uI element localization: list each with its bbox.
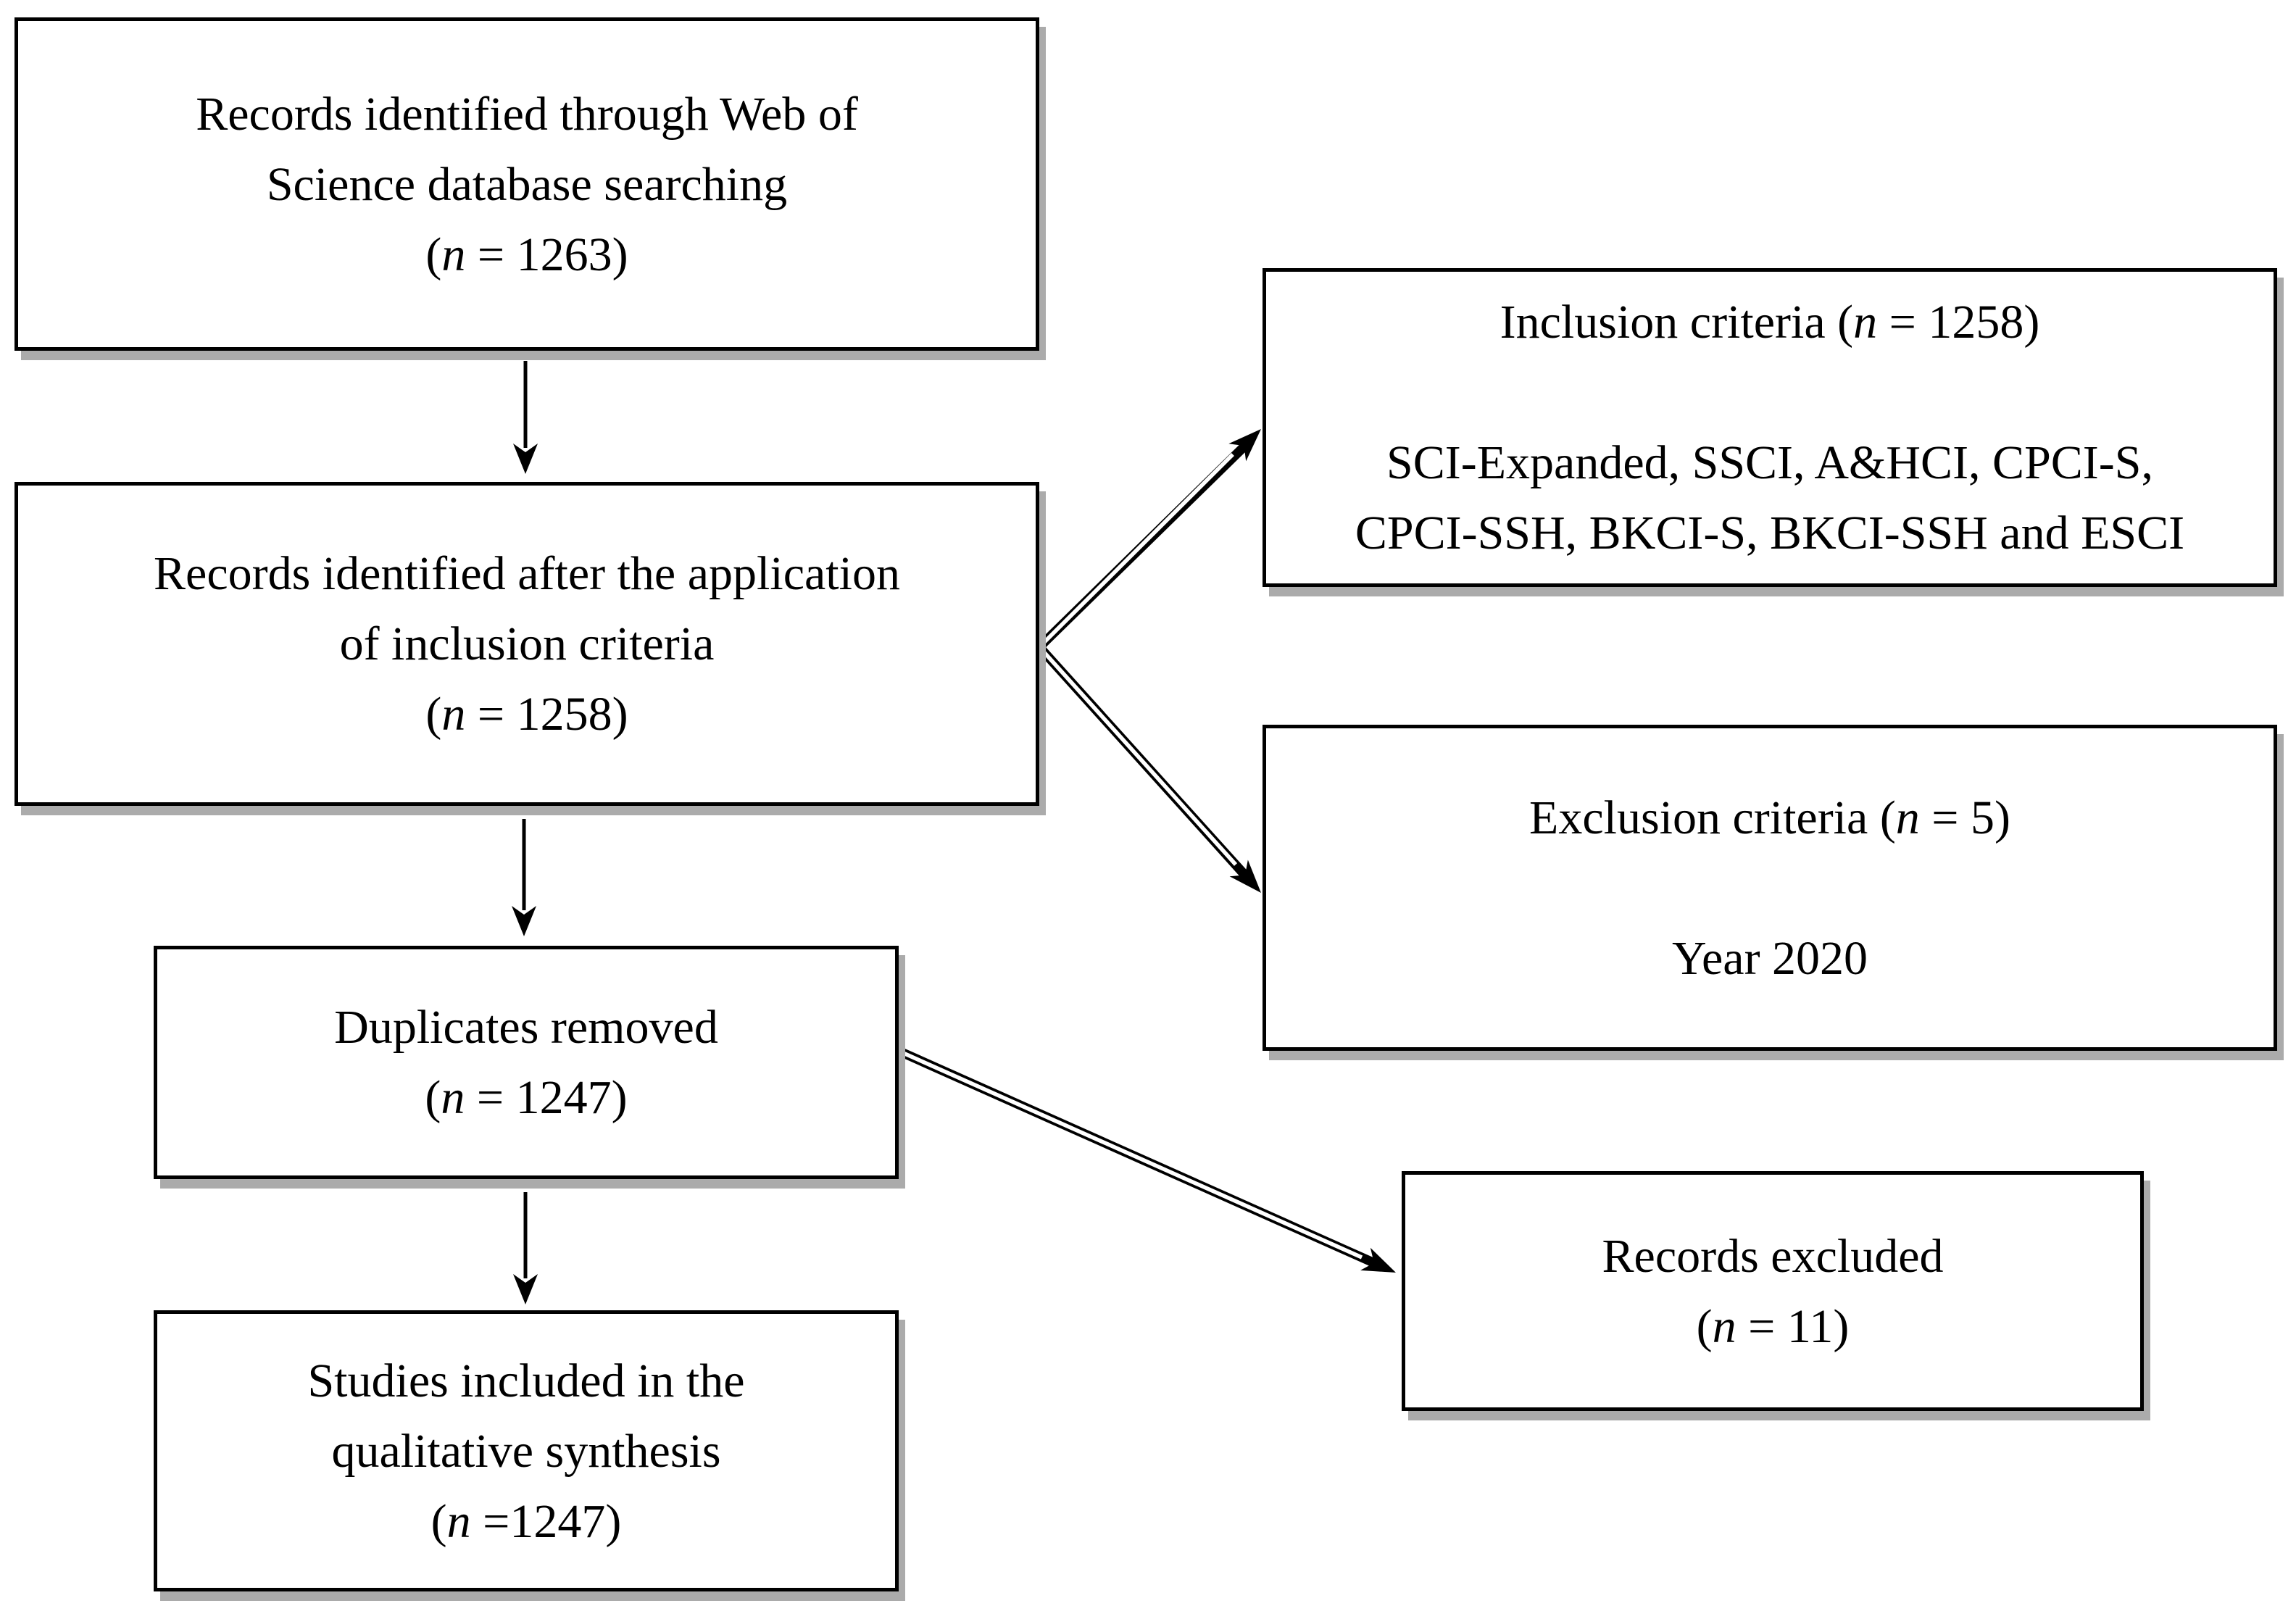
count-open: ( xyxy=(1696,1299,1713,1353)
count-n-variable: n xyxy=(1895,791,1920,844)
count-value: = 11) xyxy=(1736,1299,1850,1353)
title-text: Exclusion criteria ( xyxy=(1529,791,1896,844)
node-studies-included: Studies included in the qualitative synt… xyxy=(154,1310,899,1591)
node-label-line: Records excluded xyxy=(1602,1229,1944,1283)
node-count: (n =1247) xyxy=(431,1486,622,1557)
count-value: = 1247) xyxy=(465,1071,628,1124)
node-title: Inclusion criteria (n = 1258) xyxy=(1500,287,2040,357)
node-label-line: qualitative synthesis xyxy=(331,1424,721,1478)
node-records-identified: Records identified through Web of Scienc… xyxy=(14,17,1039,351)
count-open: ( xyxy=(425,1071,441,1124)
node-label-line: of inclusion criteria xyxy=(339,617,715,670)
count-n-variable: n xyxy=(1712,1299,1736,1353)
arrow-after-inclusion-to-inclusion-criteria xyxy=(1038,429,1261,649)
node-count: (n = 11) xyxy=(1697,1291,1850,1362)
count-n-variable: n xyxy=(441,688,466,741)
node-records-excluded: Records excluded (n = 11) xyxy=(1402,1171,2144,1411)
count-open: ( xyxy=(430,1494,447,1548)
node-duplicates-removed: Duplicates removed (n = 1247) xyxy=(154,946,899,1179)
arrow-identified-to-after-inclusion xyxy=(513,361,538,474)
node-count: (n = 1263) xyxy=(425,220,628,290)
arrow-after-inclusion-to-duplicates xyxy=(512,819,536,936)
node-body-line: SCI-Expanded, SSCI, A&HCI, CPCI-S, xyxy=(1386,436,2153,489)
node-label-line: Records identified through Web of xyxy=(196,87,858,141)
count-n-variable: n xyxy=(441,228,466,281)
arrow-duplicates-to-excluded xyxy=(899,1048,1396,1273)
node-count: (n = 1258) xyxy=(425,679,628,749)
count-value: = 1258) xyxy=(1877,296,2040,349)
node-count: (n = 1247) xyxy=(425,1062,627,1133)
count-n-variable: n xyxy=(441,1071,465,1124)
arrow-duplicates-to-included xyxy=(513,1192,538,1304)
node-exclusion-criteria: Exclusion criteria (n = 5) Year 2020 xyxy=(1263,725,2277,1051)
node-label-line: Studies included in the xyxy=(307,1354,745,1407)
node-inclusion-criteria: Inclusion criteria (n = 1258) SCI-Expand… xyxy=(1263,268,2277,587)
count-n-variable: n xyxy=(1853,296,1878,349)
count-value: = 1263) xyxy=(465,228,628,281)
node-label-line: Records identified after the application xyxy=(154,547,900,600)
node-title: Exclusion criteria (n = 5) xyxy=(1529,783,2010,853)
node-body-line: CPCI-SSH, BKCI-S, BKCI-SSH and ESCI xyxy=(1355,507,2185,559)
count-value: = 1258) xyxy=(465,688,628,741)
count-n-variable: n xyxy=(446,1494,471,1548)
node-after-inclusion-criteria: Records identified after the application… xyxy=(14,482,1039,806)
arrow-after-inclusion-to-exclusion-criteria xyxy=(1038,646,1261,893)
count-open: ( xyxy=(425,228,442,281)
title-text: Inclusion criteria ( xyxy=(1500,296,1854,349)
count-open: ( xyxy=(425,688,442,741)
count-value: = 5) xyxy=(1919,791,2010,844)
node-label-line: Duplicates removed xyxy=(334,1001,718,1054)
count-value: =1247) xyxy=(470,1494,622,1548)
node-label-line: Science database searching xyxy=(266,157,788,211)
node-body-line: Year 2020 xyxy=(1671,931,1868,985)
